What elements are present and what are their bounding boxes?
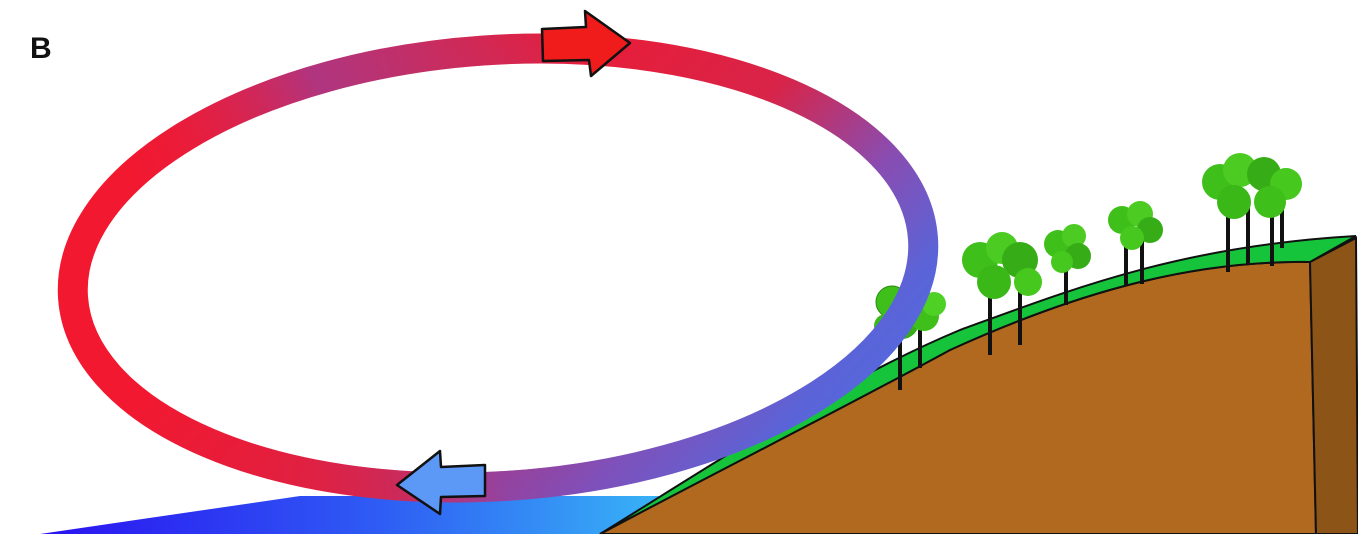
circulation-loop-blend — [57, 33, 939, 503]
arrow-left-icon — [395, 449, 487, 516]
tree — [1202, 153, 1302, 272]
tree — [1044, 224, 1091, 305]
panel-label: B — [30, 32, 52, 65]
tree — [962, 232, 1042, 355]
sea — [40, 496, 672, 534]
tree — [1108, 201, 1163, 286]
land-side — [1308, 236, 1358, 534]
arrow-right-icon — [540, 9, 632, 78]
land-soil — [599, 260, 1318, 534]
